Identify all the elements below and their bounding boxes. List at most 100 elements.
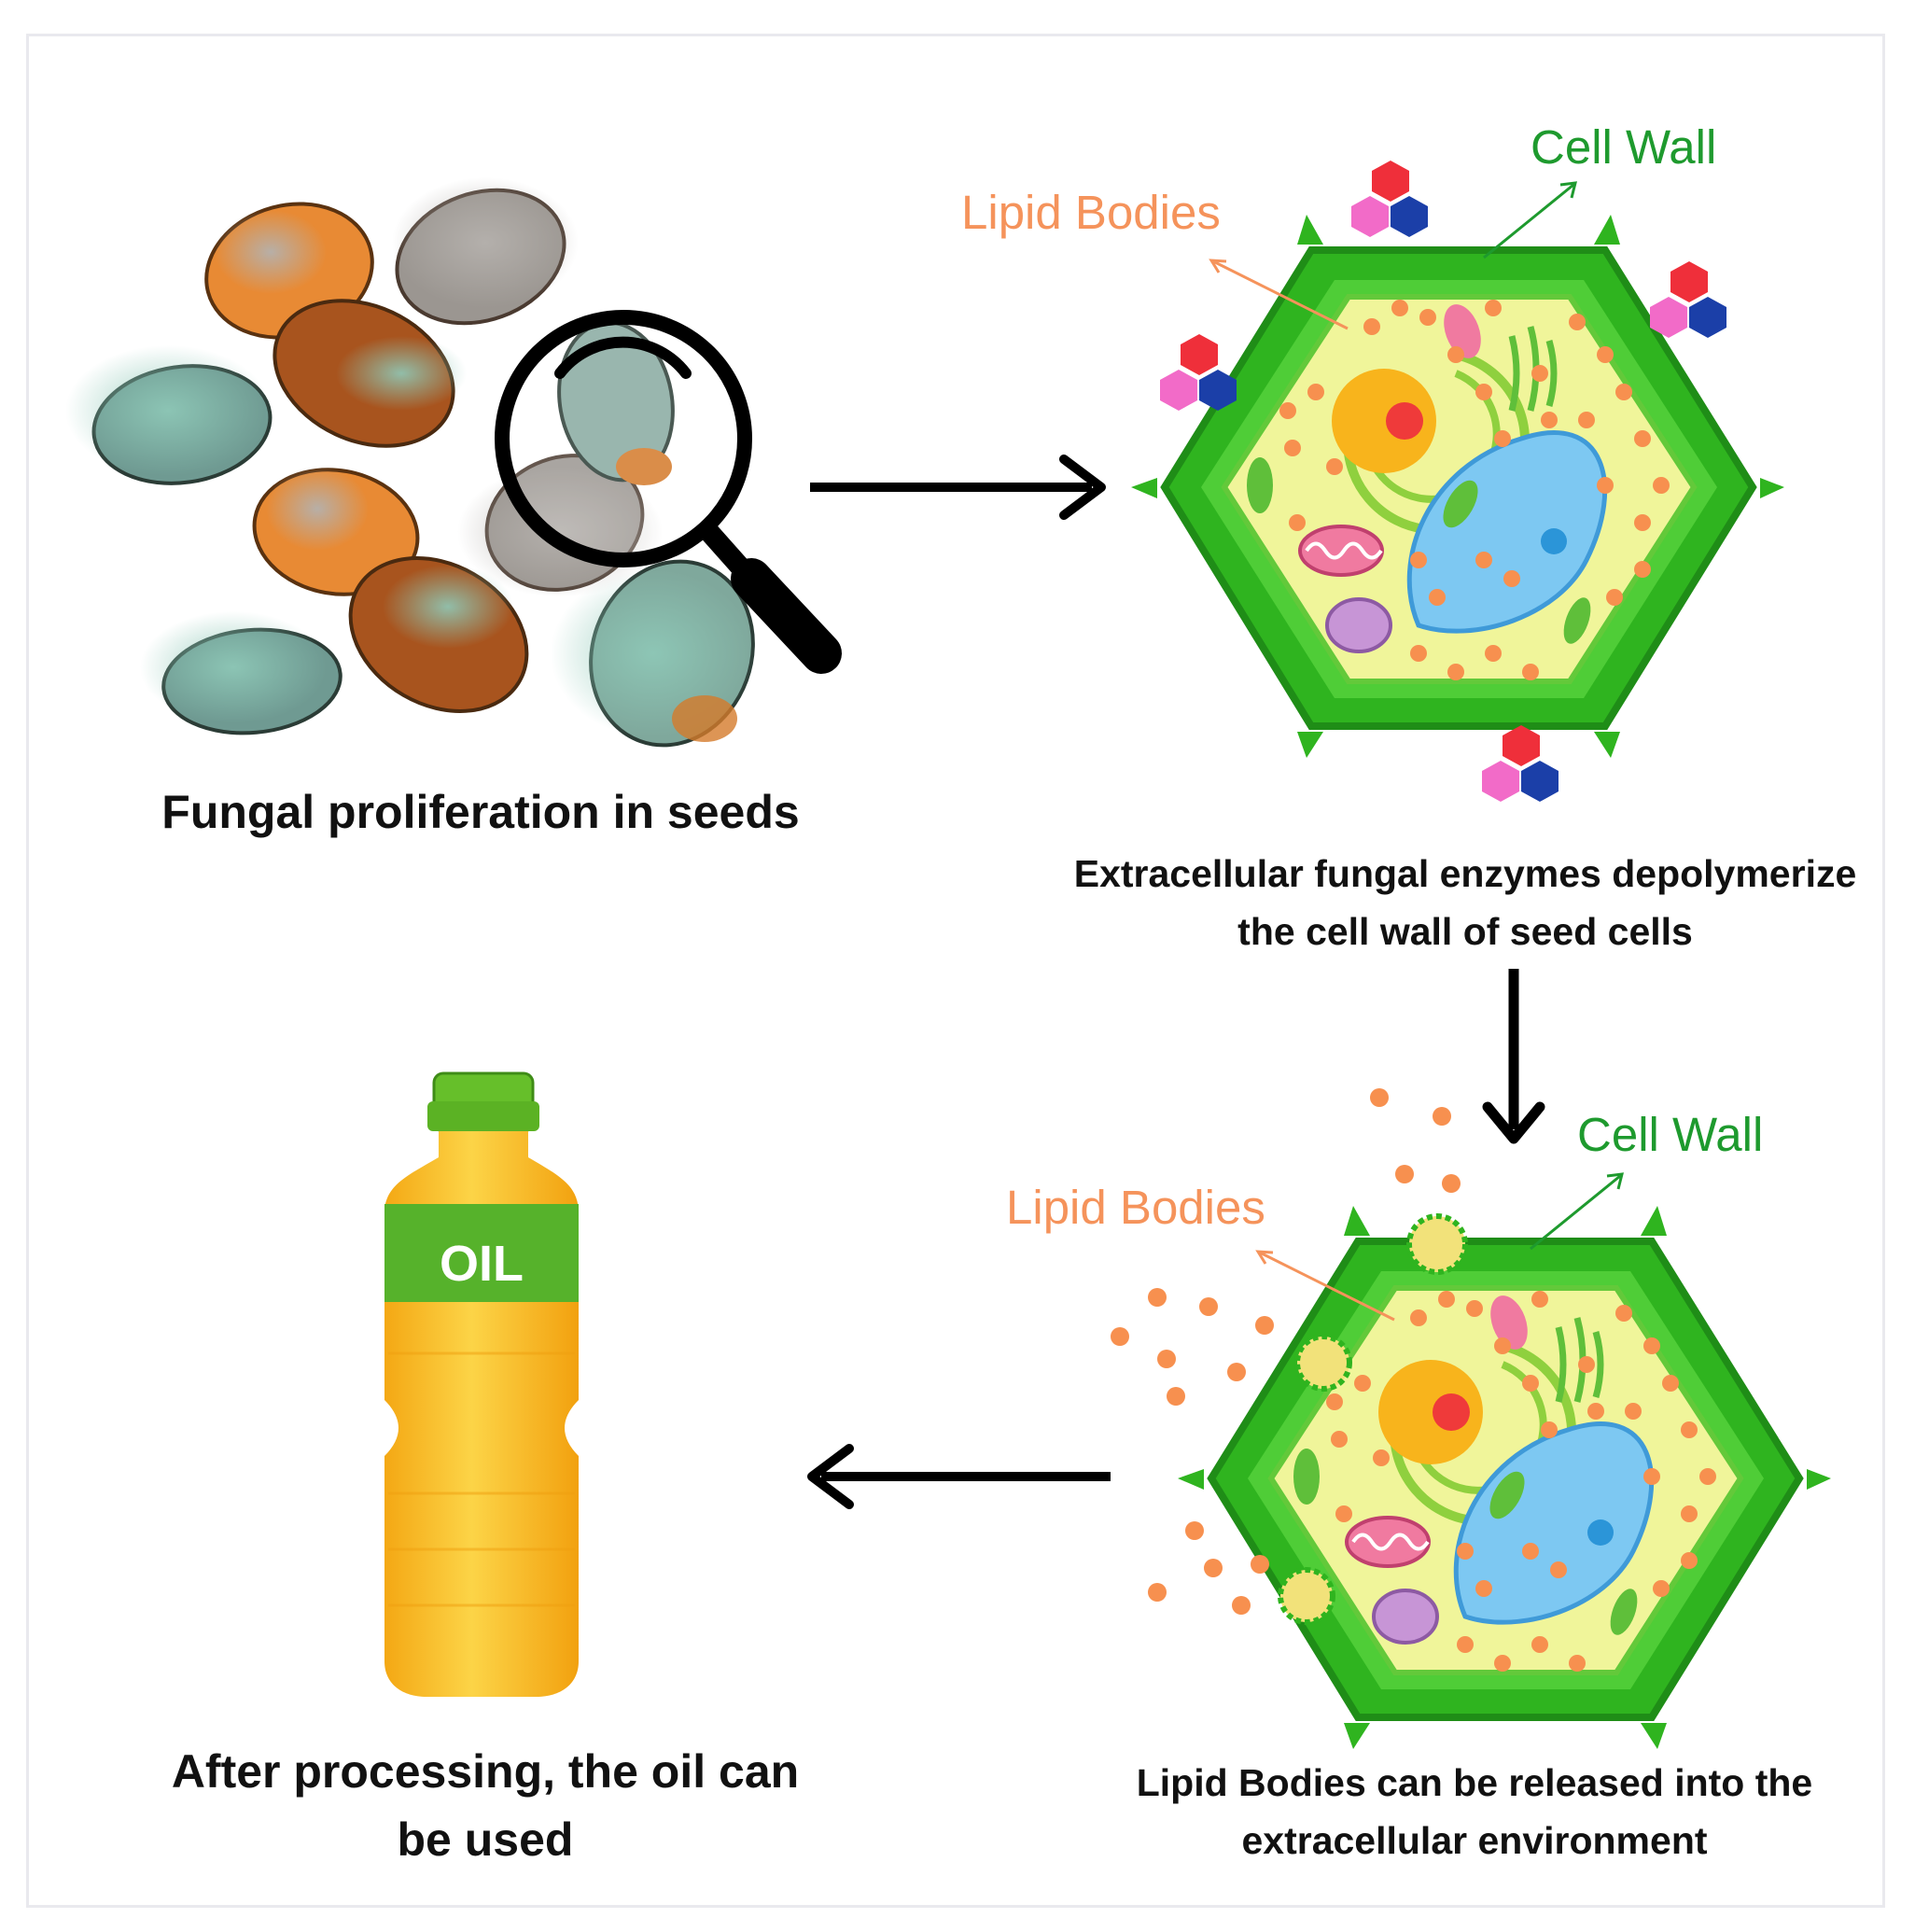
oil-label: OIL <box>440 1236 524 1292</box>
lipid-body <box>1653 477 1670 494</box>
lipid-body <box>1185 1521 1204 1540</box>
lipid-body <box>1148 1583 1167 1602</box>
lipid-body <box>1438 1291 1455 1308</box>
lipid-body <box>1503 570 1520 587</box>
lipid-body <box>1681 1421 1698 1438</box>
lipid-body <box>1475 1580 1492 1597</box>
lipid-body <box>1681 1552 1698 1569</box>
lipid-body <box>1643 1337 1660 1354</box>
cell-wall-pointer <box>1483 183 1574 259</box>
lipid-body <box>1475 552 1492 568</box>
lipid-body <box>1148 1288 1167 1307</box>
lipid-body <box>1466 1300 1483 1317</box>
caption-lipid-release: Lipid Bodies can be released into the ex… <box>1136 1761 1813 1862</box>
lipid-body <box>1279 402 1296 419</box>
lipid-body <box>1326 1393 1343 1410</box>
oil-bottle: OIL <box>384 1071 579 1697</box>
lipid-body <box>1597 346 1614 363</box>
lipid-body <box>1634 561 1651 578</box>
lipid-body <box>1419 309 1436 326</box>
lipid-body <box>1157 1350 1176 1368</box>
cell-wall-pointer <box>1530 1174 1621 1251</box>
lipid-body <box>1354 1375 1371 1392</box>
caption-enzymes: Extracellular fungal enzymes depolymeriz… <box>1073 852 1857 953</box>
lipid-body <box>1653 1580 1670 1597</box>
seed <box>65 345 273 485</box>
lipid-body <box>1634 430 1651 447</box>
lipid-body <box>1615 384 1632 400</box>
lipid-body <box>1485 645 1502 662</box>
lipid-body <box>1167 1387 1185 1406</box>
lipid-body <box>1289 514 1306 531</box>
lipid-body <box>1370 1088 1389 1107</box>
lipid-body <box>1494 1655 1511 1672</box>
lipid-body <box>1522 1543 1539 1560</box>
cell-wall-label: Cell Wall <box>1577 1108 1764 1161</box>
lipid-body <box>1410 1309 1427 1326</box>
lipid-body <box>1597 477 1614 494</box>
lipid-body <box>1522 664 1539 680</box>
enzyme-cluster <box>1482 725 1559 802</box>
lipid-body <box>1550 1561 1567 1578</box>
plant-cell-intact <box>1131 215 1784 758</box>
lipid-body <box>1457 1543 1474 1560</box>
lipid-body <box>1699 1468 1716 1485</box>
lipid-body <box>1681 1505 1698 1522</box>
seed <box>392 177 579 326</box>
caption-fungal-proliferation: Fungal proliferation in seeds <box>161 786 800 838</box>
lipid-body <box>1410 552 1427 568</box>
lipid-body <box>1395 1165 1414 1183</box>
lipid-body <box>1331 1431 1348 1448</box>
lipid-bodies-label: Lipid Bodies <box>1006 1181 1265 1234</box>
lipid-body <box>1494 1337 1511 1354</box>
enzyme-cluster <box>1650 261 1726 338</box>
lipid-body <box>1569 1655 1586 1672</box>
lipid-body <box>1475 384 1492 400</box>
lipid-body <box>1606 589 1623 606</box>
lipid-body <box>1373 1449 1390 1466</box>
lipid-body <box>1307 384 1324 400</box>
arrow-right <box>810 455 1106 520</box>
lipid-body <box>1643 1468 1660 1485</box>
lipid-body <box>1625 1403 1642 1420</box>
cell-wall-label: Cell Wall <box>1531 120 1717 174</box>
lipid-body <box>1442 1174 1461 1193</box>
lipid-body <box>1531 1636 1548 1653</box>
enzyme-cluster <box>1160 334 1237 411</box>
lipid-bodies-pointer <box>1259 1251 1395 1322</box>
lipid-body <box>1429 589 1446 606</box>
lipid-body <box>1531 365 1548 382</box>
lipid-body <box>1541 1421 1558 1438</box>
lipid-body <box>1522 1375 1539 1392</box>
seed <box>551 559 756 748</box>
lipid-body <box>1662 1375 1679 1392</box>
lipid-body <box>1363 318 1380 335</box>
lipid-body <box>1531 1291 1548 1308</box>
lipid-body <box>1433 1107 1451 1126</box>
lipid-body <box>1587 1403 1604 1420</box>
lipid-body <box>1204 1559 1223 1577</box>
lipid-body <box>1335 1505 1352 1522</box>
lipid-body <box>1578 412 1595 428</box>
lipid-body <box>1410 645 1427 662</box>
lipid-body <box>1457 1636 1474 1653</box>
lipid-body <box>1232 1596 1251 1615</box>
caption-oil-used: After processing, the oil can be used <box>171 1745 800 1866</box>
lipid-body <box>1284 440 1301 456</box>
lipid-body <box>1634 514 1651 531</box>
lipid-body <box>1485 300 1502 316</box>
lipid-body <box>1569 314 1586 330</box>
lipid-bodies-label: Lipid Bodies <box>961 186 1221 239</box>
seed <box>252 467 420 596</box>
lipid-bodies-pointer <box>1212 259 1349 330</box>
lipid-body <box>1199 1297 1218 1316</box>
lipid-body <box>1578 1356 1595 1373</box>
seed <box>348 556 529 713</box>
lipid-body <box>1251 1555 1269 1574</box>
moldy-seeds-illustration <box>65 177 756 748</box>
lipid-body <box>1326 458 1343 475</box>
wall-breach <box>1278 1213 1468 1625</box>
seed <box>140 611 342 735</box>
plant-cell-degraded <box>1178 1206 1831 1749</box>
